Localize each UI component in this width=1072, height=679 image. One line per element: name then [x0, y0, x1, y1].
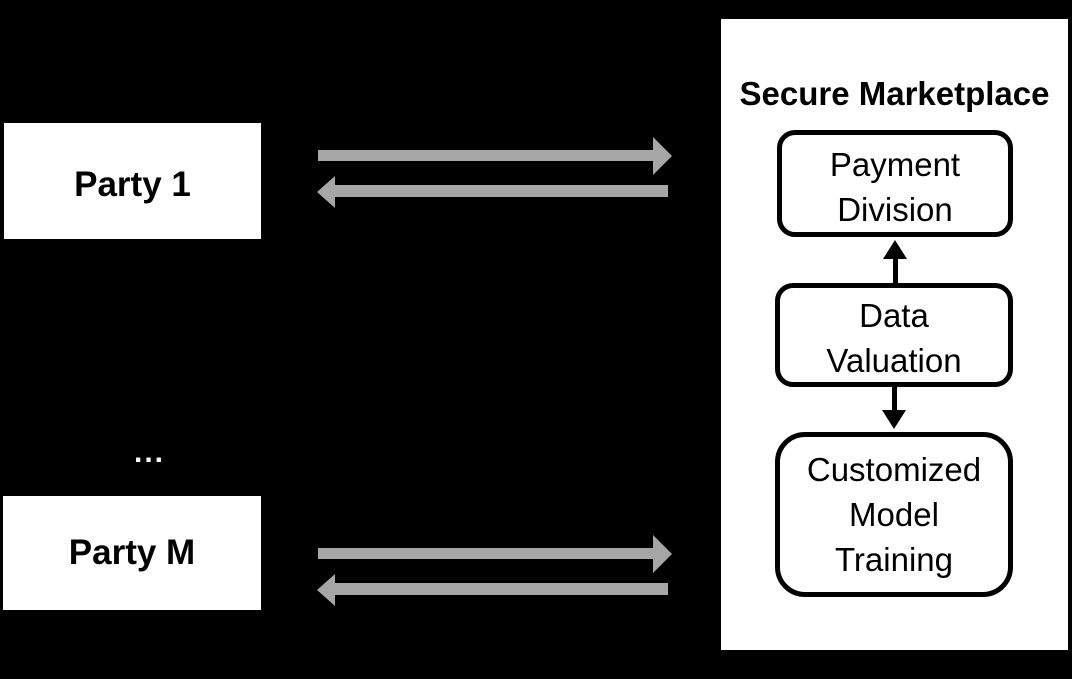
parties-ellipsis: ...: [134, 436, 166, 469]
payment-division-label: Payment Division: [829, 145, 961, 228]
arrow-head-right: [653, 535, 672, 573]
secure-marketplace-panel: Secure Marketplace Payment Division Data…: [721, 19, 1068, 650]
arrow-shaft: [892, 387, 897, 410]
party-m-label: Party M: [68, 533, 196, 572]
valuation-to-payment-arrow-icon: [883, 240, 907, 283]
marketplace-to-partym-arrow-icon: [317, 574, 668, 607]
data-valuation-box: Data Valuation: [775, 283, 1013, 387]
customized-model-training-label: Customized Model Training: [806, 451, 982, 578]
arrow-shaft: [318, 150, 653, 161]
valuation-to-training-arrow-icon: [882, 387, 906, 429]
arrow-head-up: [883, 240, 907, 259]
arrow-shaft: [318, 548, 653, 559]
party-1-box: Party 1: [4, 123, 261, 239]
party-m-box: Party M: [3, 496, 261, 610]
data-valuation-label: Data Valuation: [826, 297, 962, 379]
marketplace-to-party1-arrow-icon: [317, 176, 668, 209]
arrow-shaft: [335, 185, 668, 197]
arrow-head-left: [317, 574, 335, 606]
party1-to-marketplace-arrow-icon: [318, 137, 672, 175]
arrow-shaft: [335, 583, 668, 595]
arrow-shaft: [893, 259, 898, 283]
arrow-head-left: [317, 176, 335, 208]
arrow-head-down: [882, 410, 906, 429]
customized-model-training-box: Customized Model Training: [775, 432, 1013, 597]
arrow-head-right: [653, 137, 672, 175]
payment-division-box: Payment Division: [777, 130, 1013, 237]
party-1-label: Party 1: [74, 165, 191, 204]
partym-to-marketplace-arrow-icon: [318, 535, 672, 573]
secure-marketplace-title: Secure Marketplace: [739, 75, 1050, 112]
